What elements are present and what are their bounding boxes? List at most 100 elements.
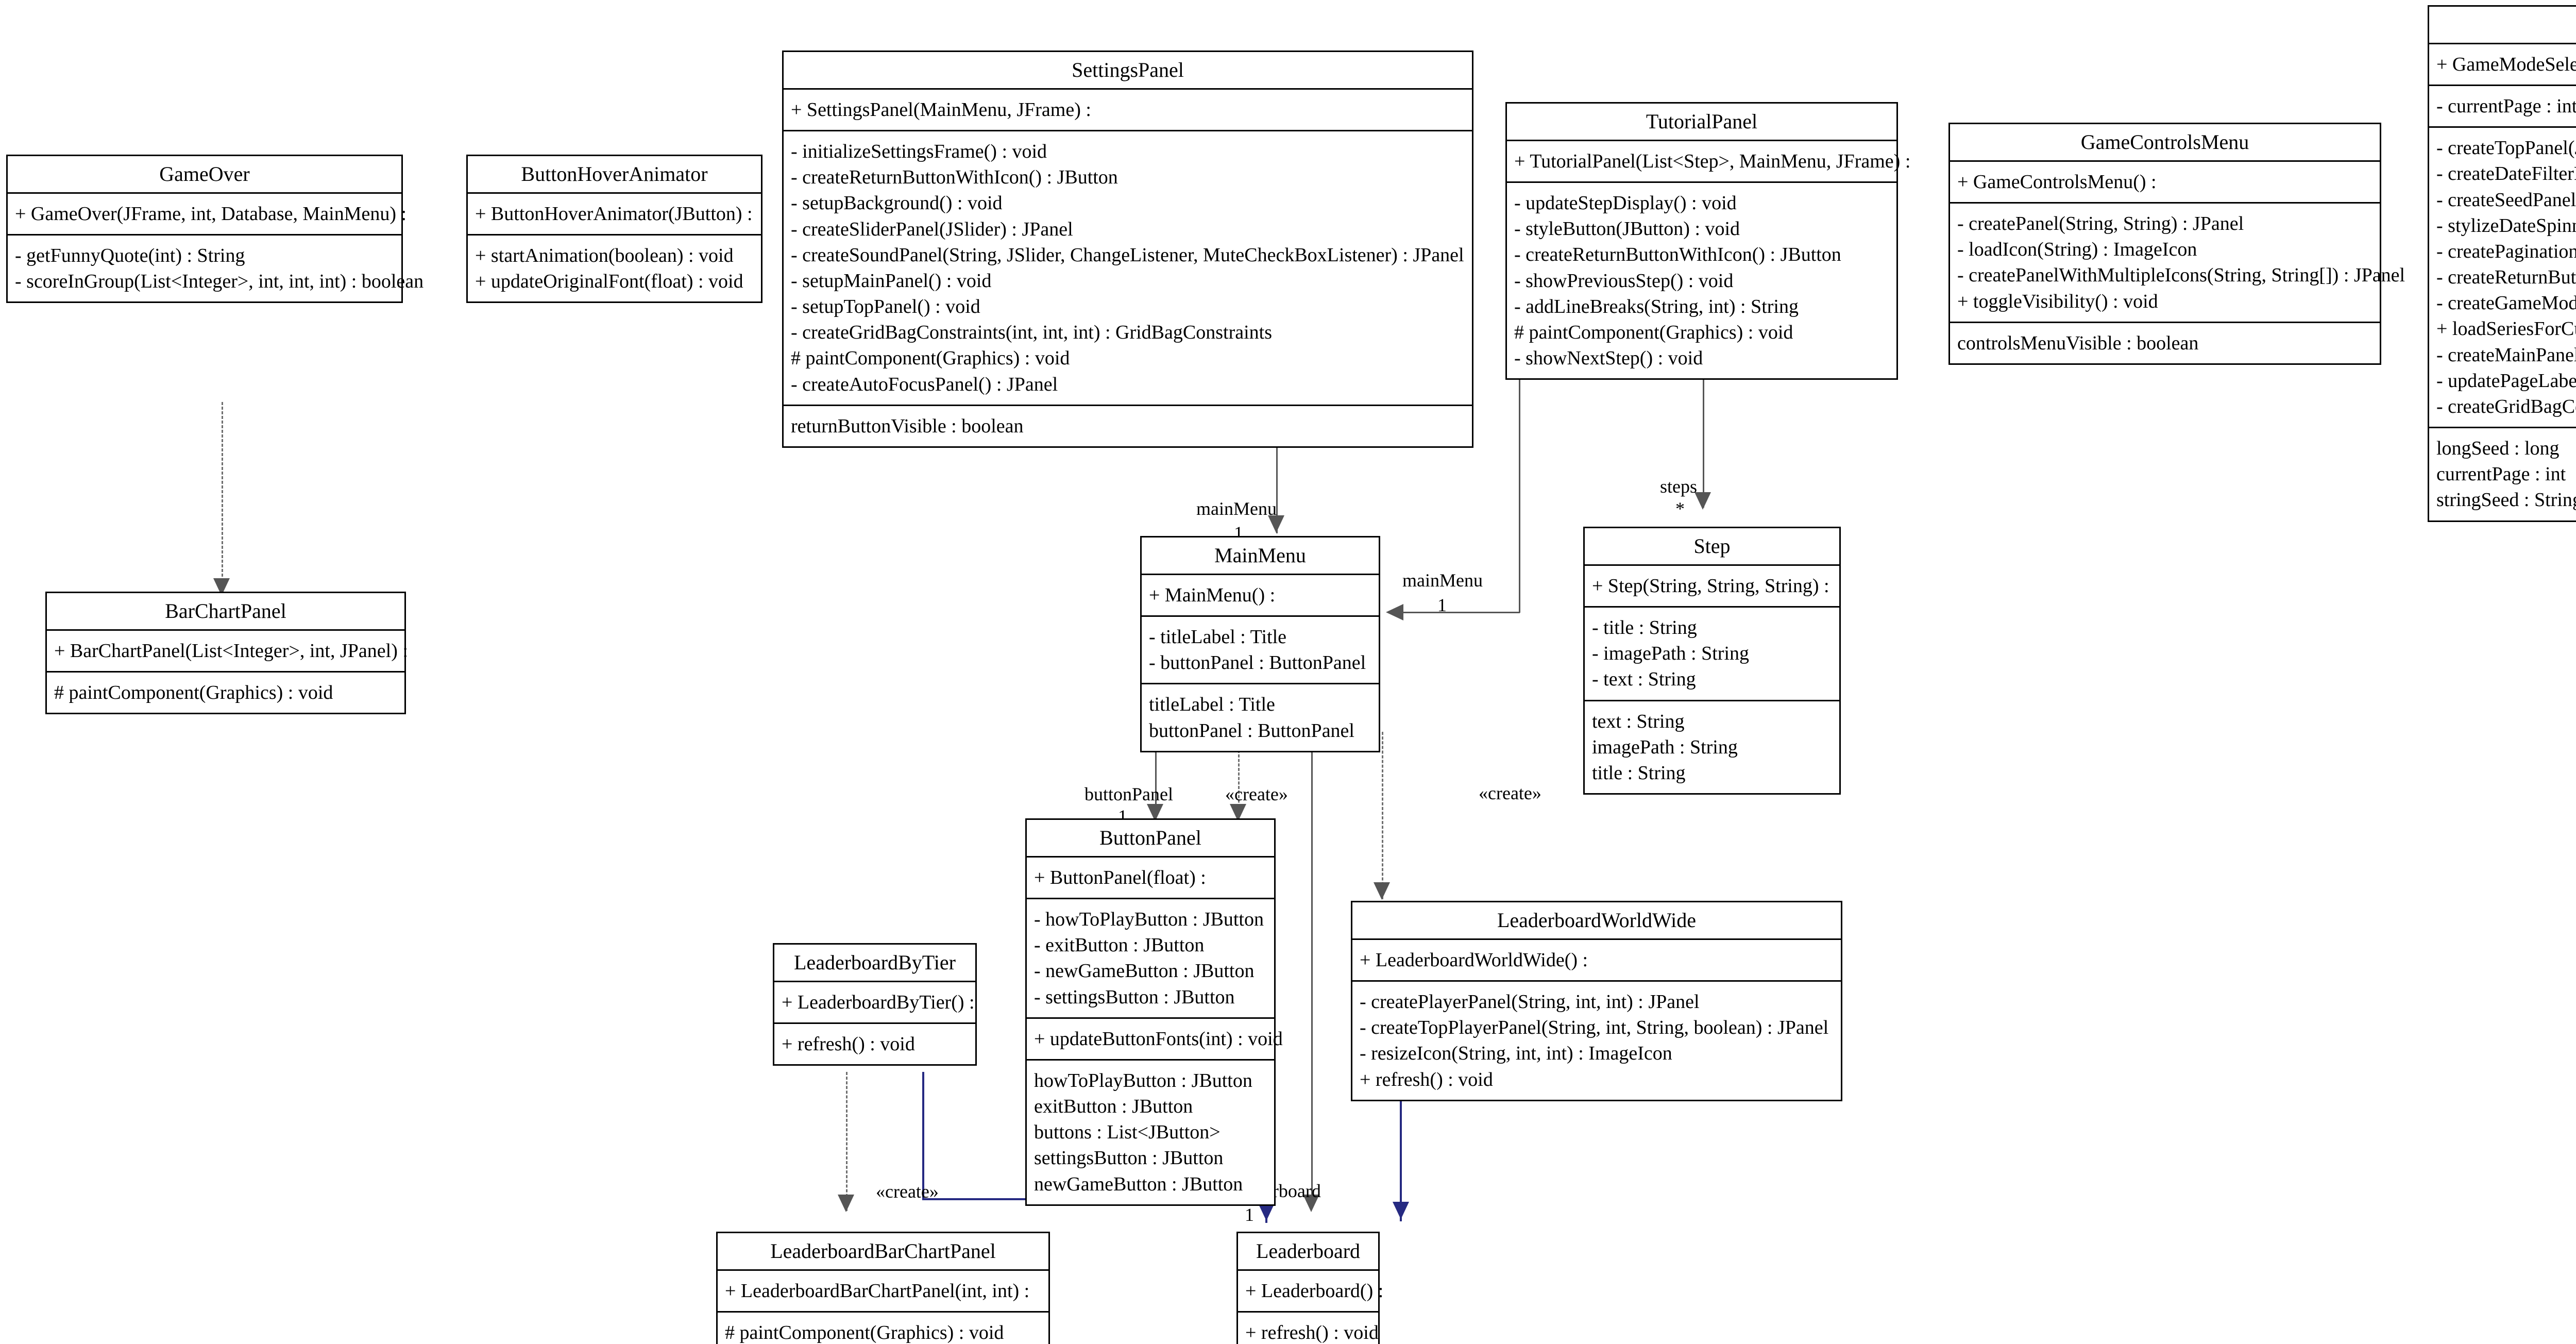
member-row: - createReturnButtonWithIcon() : JButton [1514,244,1841,266]
member-row: buttonPanel : ButtonPanel [1149,719,1354,742]
member-row: + refresh() : void [1360,1068,1493,1090]
class-name-settingspanel: SettingsPanel [784,52,1472,90]
connector-mainmenu-create-buttonpanel [1238,732,1240,812]
compartment-constructors-step: + Step(String, String, String) : [1585,566,1839,608]
connector-leaderboardbytier-create-barchart [846,1072,848,1211]
member-row: - loadIcon(String) : ImageIcon [1957,239,2197,261]
member-row: - text : String [1592,668,1696,691]
member-row: + refresh() : void [782,1033,915,1055]
member-row: controlsMenuVisible : boolean [1957,332,2199,354]
member-row: - buttonPanel : ButtonPanel [1149,652,1366,674]
member-row: - createAutoFocusPanel() : JPanel [791,373,1058,395]
compartment-constructors-leaderboardbarchartpanel: + LeaderboardBarChartPanel(int, int) : [718,1271,1048,1313]
member-row: text : String [1592,710,1685,732]
class-box-buttonpanel[interactable]: ButtonPanel + ButtonPanel(float) : - how… [1025,818,1283,1206]
compartment-methods-gamecontrolsmenu: - createPanel(String, String) : JPanel -… [1950,204,2405,323]
compartment-methods-leaderboard: + refresh() : void [1238,1313,1379,1344]
member-row: + loadSeriesForCurrentPage() : void [2436,318,2576,340]
class-box-gameover[interactable]: GameOver + GameOver(JFrame, int, Databas… [6,155,424,304]
compartment-attributes-settingspanel: returnButtonVisible : boolean [784,406,1472,446]
compartment-attributes-gamemodeselectionpanel: longSeed : long currentPage : int string… [2429,428,2576,520]
arrowhead-leaderboard-gray [1303,1195,1319,1212]
member-row: + LeaderboardByTier() : [782,992,975,1013]
class-name-buttonhoveranimator: ButtonHoverAnimator [468,156,761,194]
compartment-methods-buttonhoveranimator: + startAnimation(boolean) : void + updat… [468,236,761,301]
class-box-gamecontrolsmenu[interactable]: GameControlsMenu + GameControlsMenu() : … [1948,123,2405,365]
arrowhead-mainmenu-top [1268,515,1284,533]
member-row: - title : String [1592,617,1697,639]
member-row: + GameModeSelectionPanel(ActionListener,… [2436,54,2576,75]
member-row: - setupBackground() : void [791,192,1003,214]
member-row: buttons : List<JButton> [1034,1121,1221,1144]
connector-mainmenu-create-leaderboardworldwide [1382,732,1383,899]
member-row: + ButtonPanel(float) : [1034,867,1206,888]
member-row: - createGameModeButton(String, ActionLis… [2436,292,2576,314]
member-row: returnButtonVisible : boolean [791,415,1024,437]
member-row: - initializeSettingsFrame() : void [791,141,1047,163]
connector-tutorialpanel-step [1703,330,1704,508]
arrowhead-create-leaderboardbarchartpanel [838,1195,854,1212]
member-row: # paintComponent(Graphics) : void [791,347,1070,369]
class-box-leaderboardworldwide[interactable]: LeaderboardWorldWide + LeaderboardWorldW… [1351,901,1842,1101]
compartment-constructors-leaderboardbytier: + LeaderboardByTier() : [774,982,975,1024]
arrowhead-leaderboard-navy [1258,1203,1275,1221]
member-row: - createMainPanel() : JPanel [2436,344,2576,366]
member-row: + updateButtonFonts(int) : void [1034,1028,1283,1050]
member-row: - createPanel(String, String) : JPanel [1957,213,2244,235]
compartment-constructors-mainmenu: + MainMenu() : [1142,575,1379,617]
class-name-tutorialpanel: TutorialPanel [1507,104,1896,141]
connector-step-mainmenu-horiz [1397,612,1520,613]
compartment-constructors-gamemodeselectionpanel: + GameModeSelectionPanel(ActionListener,… [2429,44,2576,87]
member-row: - howToPlayButton : JButton [1034,909,1264,931]
compartment-constructors-gamecontrolsmenu: + GameControlsMenu() : [1950,162,2380,204]
member-row: longSeed : long [2436,438,2560,460]
class-box-settingspanel[interactable]: SettingsPanel + SettingsPanel(MainMenu, … [782,51,1473,448]
connector-mainmenu-buttonpanel [1155,742,1157,819]
class-box-tutorialpanel[interactable]: TutorialPanel + TutorialPanel(List<Step>… [1505,102,1911,380]
compartment-constructors-tutorialpanel: + TutorialPanel(List<Step>, MainMenu, JF… [1507,141,1911,183]
class-box-leaderboardbarchartpanel[interactable]: LeaderboardBarChartPanel + LeaderboardBa… [716,1232,1050,1344]
member-row: - scoreInGroup(List<Integer>, int, int, … [15,271,424,293]
member-row: - exitButton : JButton [1034,934,1205,956]
class-box-mainmenu[interactable]: MainMenu + MainMenu() : - titleLabel : T… [1140,536,1380,752]
class-box-barchartpanel[interactable]: BarChartPanel + BarChartPanel(List<Integ… [45,592,408,715]
member-row: + TutorialPanel(List<Step>, MainMenu, JF… [1514,150,1911,172]
compartment-constructors-settingspanel: + SettingsPanel(MainMenu, JFrame) : [784,90,1472,132]
member-row: - createReturnButtonWithIcon() : JButton [791,166,1118,189]
member-row: - newGameButton : JButton [1034,960,1255,982]
edge-label-mainmenu-right-multiplicity: 1 [1437,595,1447,615]
class-box-step[interactable]: Step + Step(String, String, String) : - … [1583,527,1841,795]
member-row: settingsButton : JButton [1034,1147,1224,1169]
member-row: - updatePageLabelAndButtons(int, int) : … [2436,369,2576,392]
member-row: - createTopPlayerPanel(String, int, Stri… [1360,1017,1829,1039]
compartment-attributes-buttonpanel: howToPlayButton : JButton exitButton : J… [1027,1061,1274,1204]
class-box-gamemodeselectionpanel[interactable]: GameModeSelectionPanel + GameModeSelecti… [2428,5,2576,522]
member-row: # paintComponent(Graphics) : void [725,1322,1004,1344]
compartment-methods-gamemodeselectionpanel: - createTopPanel(JFrame, MainMenu) : JPa… [2429,128,2576,429]
member-row: newGameButton : JButton [1034,1173,1243,1195]
member-row: + LeaderboardBarChartPanel(int, int) : [725,1280,1030,1302]
edge-label-mainmenu-top: mainMenu [1196,498,1277,519]
member-row: - createPlayerPanel(String, int, int) : … [1360,991,1700,1013]
member-row: + LeaderboardWorldWide() : [1360,949,1588,971]
member-row: - createGridBagConstraints(int, int, int… [791,322,1273,344]
member-row: - titleLabel : Title [1149,626,1287,648]
member-row: - currentPage : int [2436,95,2576,117]
class-box-leaderboardbytier[interactable]: LeaderboardByTier + LeaderboardByTier() … [773,943,977,1066]
member-row: - updateStepDisplay() : void [1514,192,1737,214]
edge-label-create-buttonpanel: «create» [1225,784,1288,804]
arrowhead-leaderboard-navy-2 [1393,1202,1409,1219]
member-row: + startAnimation(boolean) : void [475,245,734,267]
member-row: + GameControlsMenu() : [1957,171,2157,193]
edge-label-buttonpanel: buttonPanel [1084,784,1173,804]
member-row: + toggleVisibility() : void [1957,290,2158,312]
class-box-leaderboard[interactable]: Leaderboard + Leaderboard() : + refresh(… [1236,1232,1383,1344]
arrowhead-step [1694,492,1711,510]
compartment-constructors-gameover: + GameOver(JFrame, int, Database, MainMe… [8,194,406,236]
class-box-buttonhoveranimator[interactable]: ButtonHoverAnimator + ButtonHoverAnimato… [466,155,762,304]
compartment-methods-buttonpanel: + updateButtonFonts(int) : void [1027,1019,1283,1061]
connector-step-mainmenu-vert [1519,330,1520,613]
member-row: + BarChartPanel(List<Integer>, int, JPan… [54,640,408,662]
member-row: - createPaginationPanel() : JPanel [2436,240,2576,262]
